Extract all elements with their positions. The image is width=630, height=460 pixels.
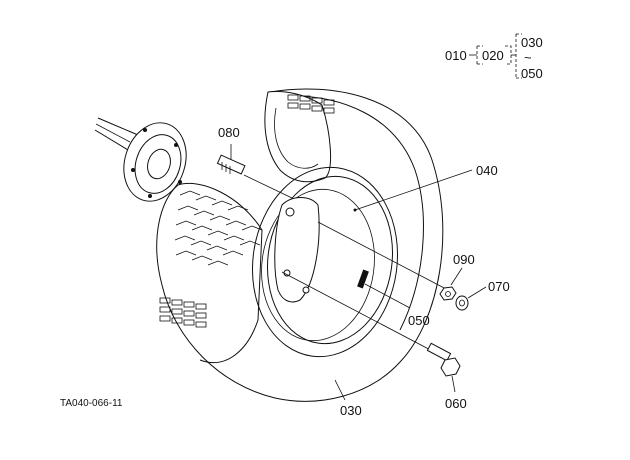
rim-leader-dot bbox=[353, 208, 357, 212]
hub-center bbox=[147, 148, 171, 180]
hierarchy-leaf-top-label: 030 bbox=[521, 35, 543, 50]
rim-outer-flange bbox=[251, 166, 399, 358]
tire-tread-pattern bbox=[159, 190, 263, 328]
callout-060: 060 bbox=[445, 396, 467, 411]
bolt-head bbox=[440, 357, 461, 377]
stud-bolt-body bbox=[216, 154, 246, 175]
callout-040: 040 bbox=[476, 163, 498, 178]
nut-hole bbox=[445, 291, 451, 297]
hierarchy-mid-label: 020 bbox=[482, 48, 504, 63]
axle-hub bbox=[94, 117, 187, 202]
hierarchy-bracket-right bbox=[515, 33, 522, 79]
washer-leader bbox=[467, 286, 487, 299]
hub-bolt-hole bbox=[143, 128, 147, 132]
axle-shaft-top bbox=[97, 117, 139, 136]
bolt-leader bbox=[451, 375, 456, 393]
wheel-rim bbox=[251, 166, 473, 358]
nut-axis bbox=[317, 221, 449, 291]
callout-030: 030 bbox=[340, 403, 362, 418]
washer-070 bbox=[455, 295, 469, 311]
reference-code: TA040-066-11 bbox=[60, 398, 123, 409]
hierarchy-tilde: ~ bbox=[524, 50, 532, 65]
rim-bolt-hole bbox=[285, 207, 295, 217]
stud-bolt-axis bbox=[243, 174, 293, 199]
bolt-shank bbox=[426, 342, 452, 362]
tire-shoulder bbox=[291, 95, 424, 331]
hierarchy-bracket-left bbox=[476, 45, 483, 65]
hub-bolt-hole bbox=[174, 143, 178, 147]
bolt-060 bbox=[281, 271, 461, 393]
hierarchy-bracket-mid bbox=[505, 45, 512, 65]
callout-080: 080 bbox=[218, 125, 240, 140]
rim-bolt-hole bbox=[283, 269, 291, 277]
rim-bead-seat bbox=[267, 175, 393, 345]
bolt-axis bbox=[281, 271, 441, 356]
tire-leader bbox=[334, 379, 346, 401]
callout-050: 050 bbox=[408, 313, 430, 328]
tire-tread-blocks-top bbox=[287, 94, 335, 114]
tire-outer-edge bbox=[156, 88, 444, 402]
tube-leader bbox=[364, 283, 411, 309]
hub-bolt-hole bbox=[131, 168, 135, 172]
rim-leader bbox=[354, 169, 473, 211]
stud-bolt bbox=[216, 144, 293, 199]
hierarchy-root-label: 010 bbox=[445, 48, 467, 63]
tire-cutaway-inner bbox=[274, 107, 319, 169]
rim-valve bbox=[357, 269, 369, 289]
axle-shaft-bottom bbox=[94, 129, 129, 151]
washer-hole bbox=[459, 299, 465, 307]
callout-070: 070 bbox=[488, 279, 510, 294]
hub-bolt-hole bbox=[148, 194, 152, 198]
nut-leader bbox=[450, 267, 463, 286]
axle-shaft-center bbox=[95, 123, 131, 143]
rim-bolt-hole bbox=[302, 286, 310, 294]
nut-090 bbox=[439, 286, 457, 301]
hub-bolt-hole bbox=[178, 180, 182, 184]
hierarchy-leaf-bottom-label: 050 bbox=[521, 66, 543, 81]
parts-hierarchy: 010 020 030 ~ 050 bbox=[445, 33, 543, 81]
tire bbox=[156, 88, 444, 402]
rim-inner-edge bbox=[261, 188, 375, 342]
nut-washer bbox=[317, 221, 487, 311]
tire-tread-face bbox=[177, 183, 263, 364]
rim-center-disc bbox=[274, 197, 320, 303]
callout-090: 090 bbox=[453, 252, 475, 267]
